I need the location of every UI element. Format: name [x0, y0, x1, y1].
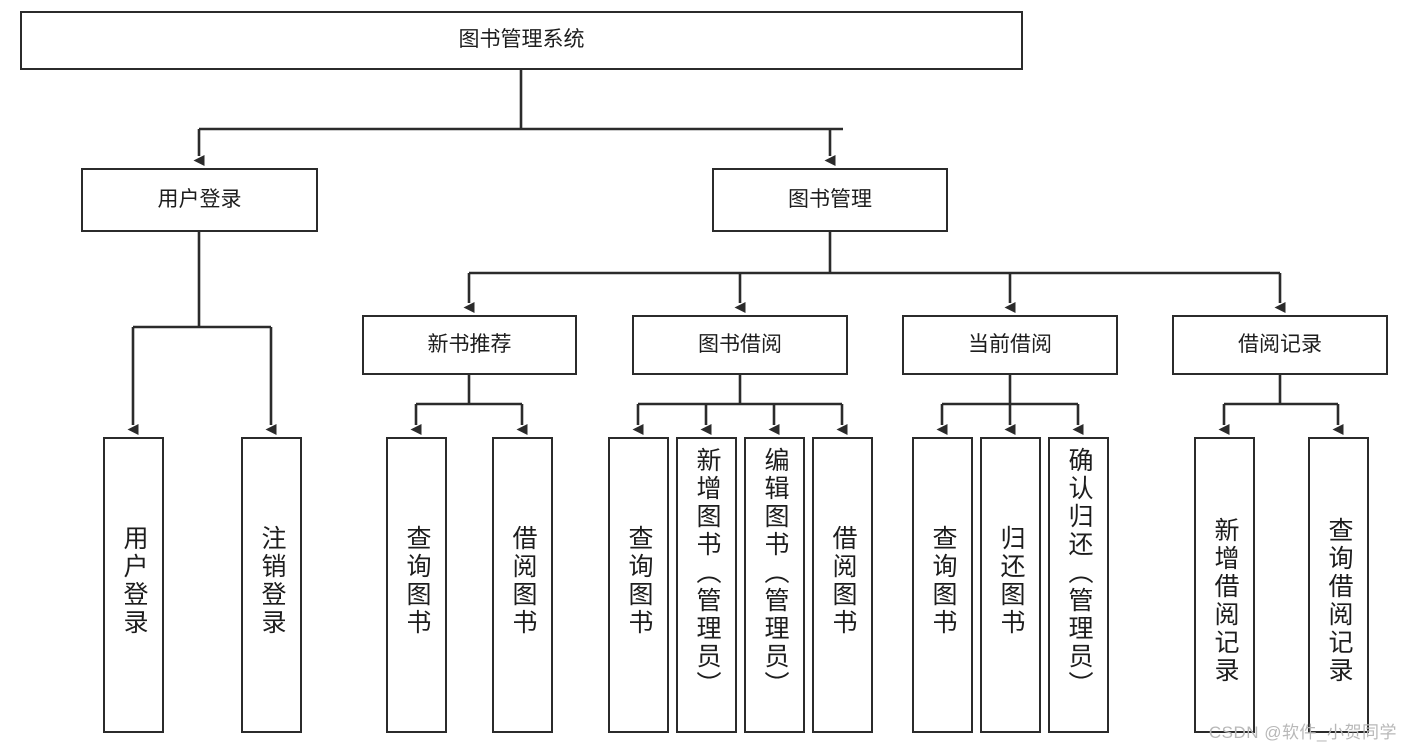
node-label: 查询图书: [403, 525, 431, 637]
node-label: 图书管理: [788, 187, 872, 211]
leaf-current-borrow-confirm[interactable]: 确认归还（管理员）: [1048, 437, 1109, 733]
node-label: 查询图书: [625, 525, 653, 637]
node-label: 编辑图书（管理员）: [761, 447, 789, 699]
node-label: 借阅记录: [1238, 332, 1322, 356]
node-new-book-recommend[interactable]: 新书推荐: [362, 315, 577, 375]
leaf-user-login-login[interactable]: 用户登录: [103, 437, 164, 733]
node-label: 用户登录: [120, 525, 148, 637]
node-current-borrow[interactable]: 当前借阅: [902, 315, 1118, 375]
node-label: 注销登录: [258, 525, 286, 637]
node-label: 图书借阅: [698, 332, 782, 356]
leaf-user-login-logout[interactable]: 注销登录: [241, 437, 302, 733]
leaf-current-borrow-return[interactable]: 归还图书: [980, 437, 1041, 733]
leaf-book-borrow-query[interactable]: 查询图书: [608, 437, 669, 733]
leaf-borrow-record-query[interactable]: 查询借阅记录: [1308, 437, 1369, 733]
watermark: CSDN @软件_小贺同学: [1208, 723, 1397, 742]
leaf-book-borrow-add[interactable]: 新增图书（管理员）: [676, 437, 737, 733]
leaf-book-borrow-borrow[interactable]: 借阅图书: [812, 437, 873, 733]
leaf-new-book-borrow[interactable]: 借阅图书: [492, 437, 553, 733]
node-label: 新增借阅记录: [1211, 517, 1239, 685]
node-user-login[interactable]: 用户登录: [81, 168, 318, 232]
node-label: 新增图书（管理员）: [693, 447, 721, 699]
node-label: 新书推荐: [427, 332, 512, 356]
node-label: 图书管理系统: [458, 28, 585, 52]
node-book-borrow[interactable]: 图书借阅: [632, 315, 848, 375]
node-label: 当前借阅: [968, 332, 1052, 356]
leaf-current-borrow-query[interactable]: 查询图书: [912, 437, 973, 733]
node-root[interactable]: 图书管理系统: [20, 11, 1023, 70]
node-label: 用户登录: [157, 187, 242, 211]
node-label: 查询图书: [929, 525, 957, 637]
node-borrow-record[interactable]: 借阅记录: [1172, 315, 1388, 375]
node-label: 确认归还（管理员）: [1065, 447, 1093, 699]
leaf-new-book-query[interactable]: 查询图书: [386, 437, 447, 733]
leaf-borrow-record-add[interactable]: 新增借阅记录: [1194, 437, 1255, 733]
leaf-book-borrow-edit[interactable]: 编辑图书（管理员）: [744, 437, 805, 733]
node-label: 归还图书: [997, 525, 1025, 637]
node-book-management[interactable]: 图书管理: [712, 168, 948, 232]
node-label: 借阅图书: [509, 525, 537, 637]
node-label: 查询借阅记录: [1325, 517, 1353, 685]
node-label: 借阅图书: [829, 525, 857, 637]
